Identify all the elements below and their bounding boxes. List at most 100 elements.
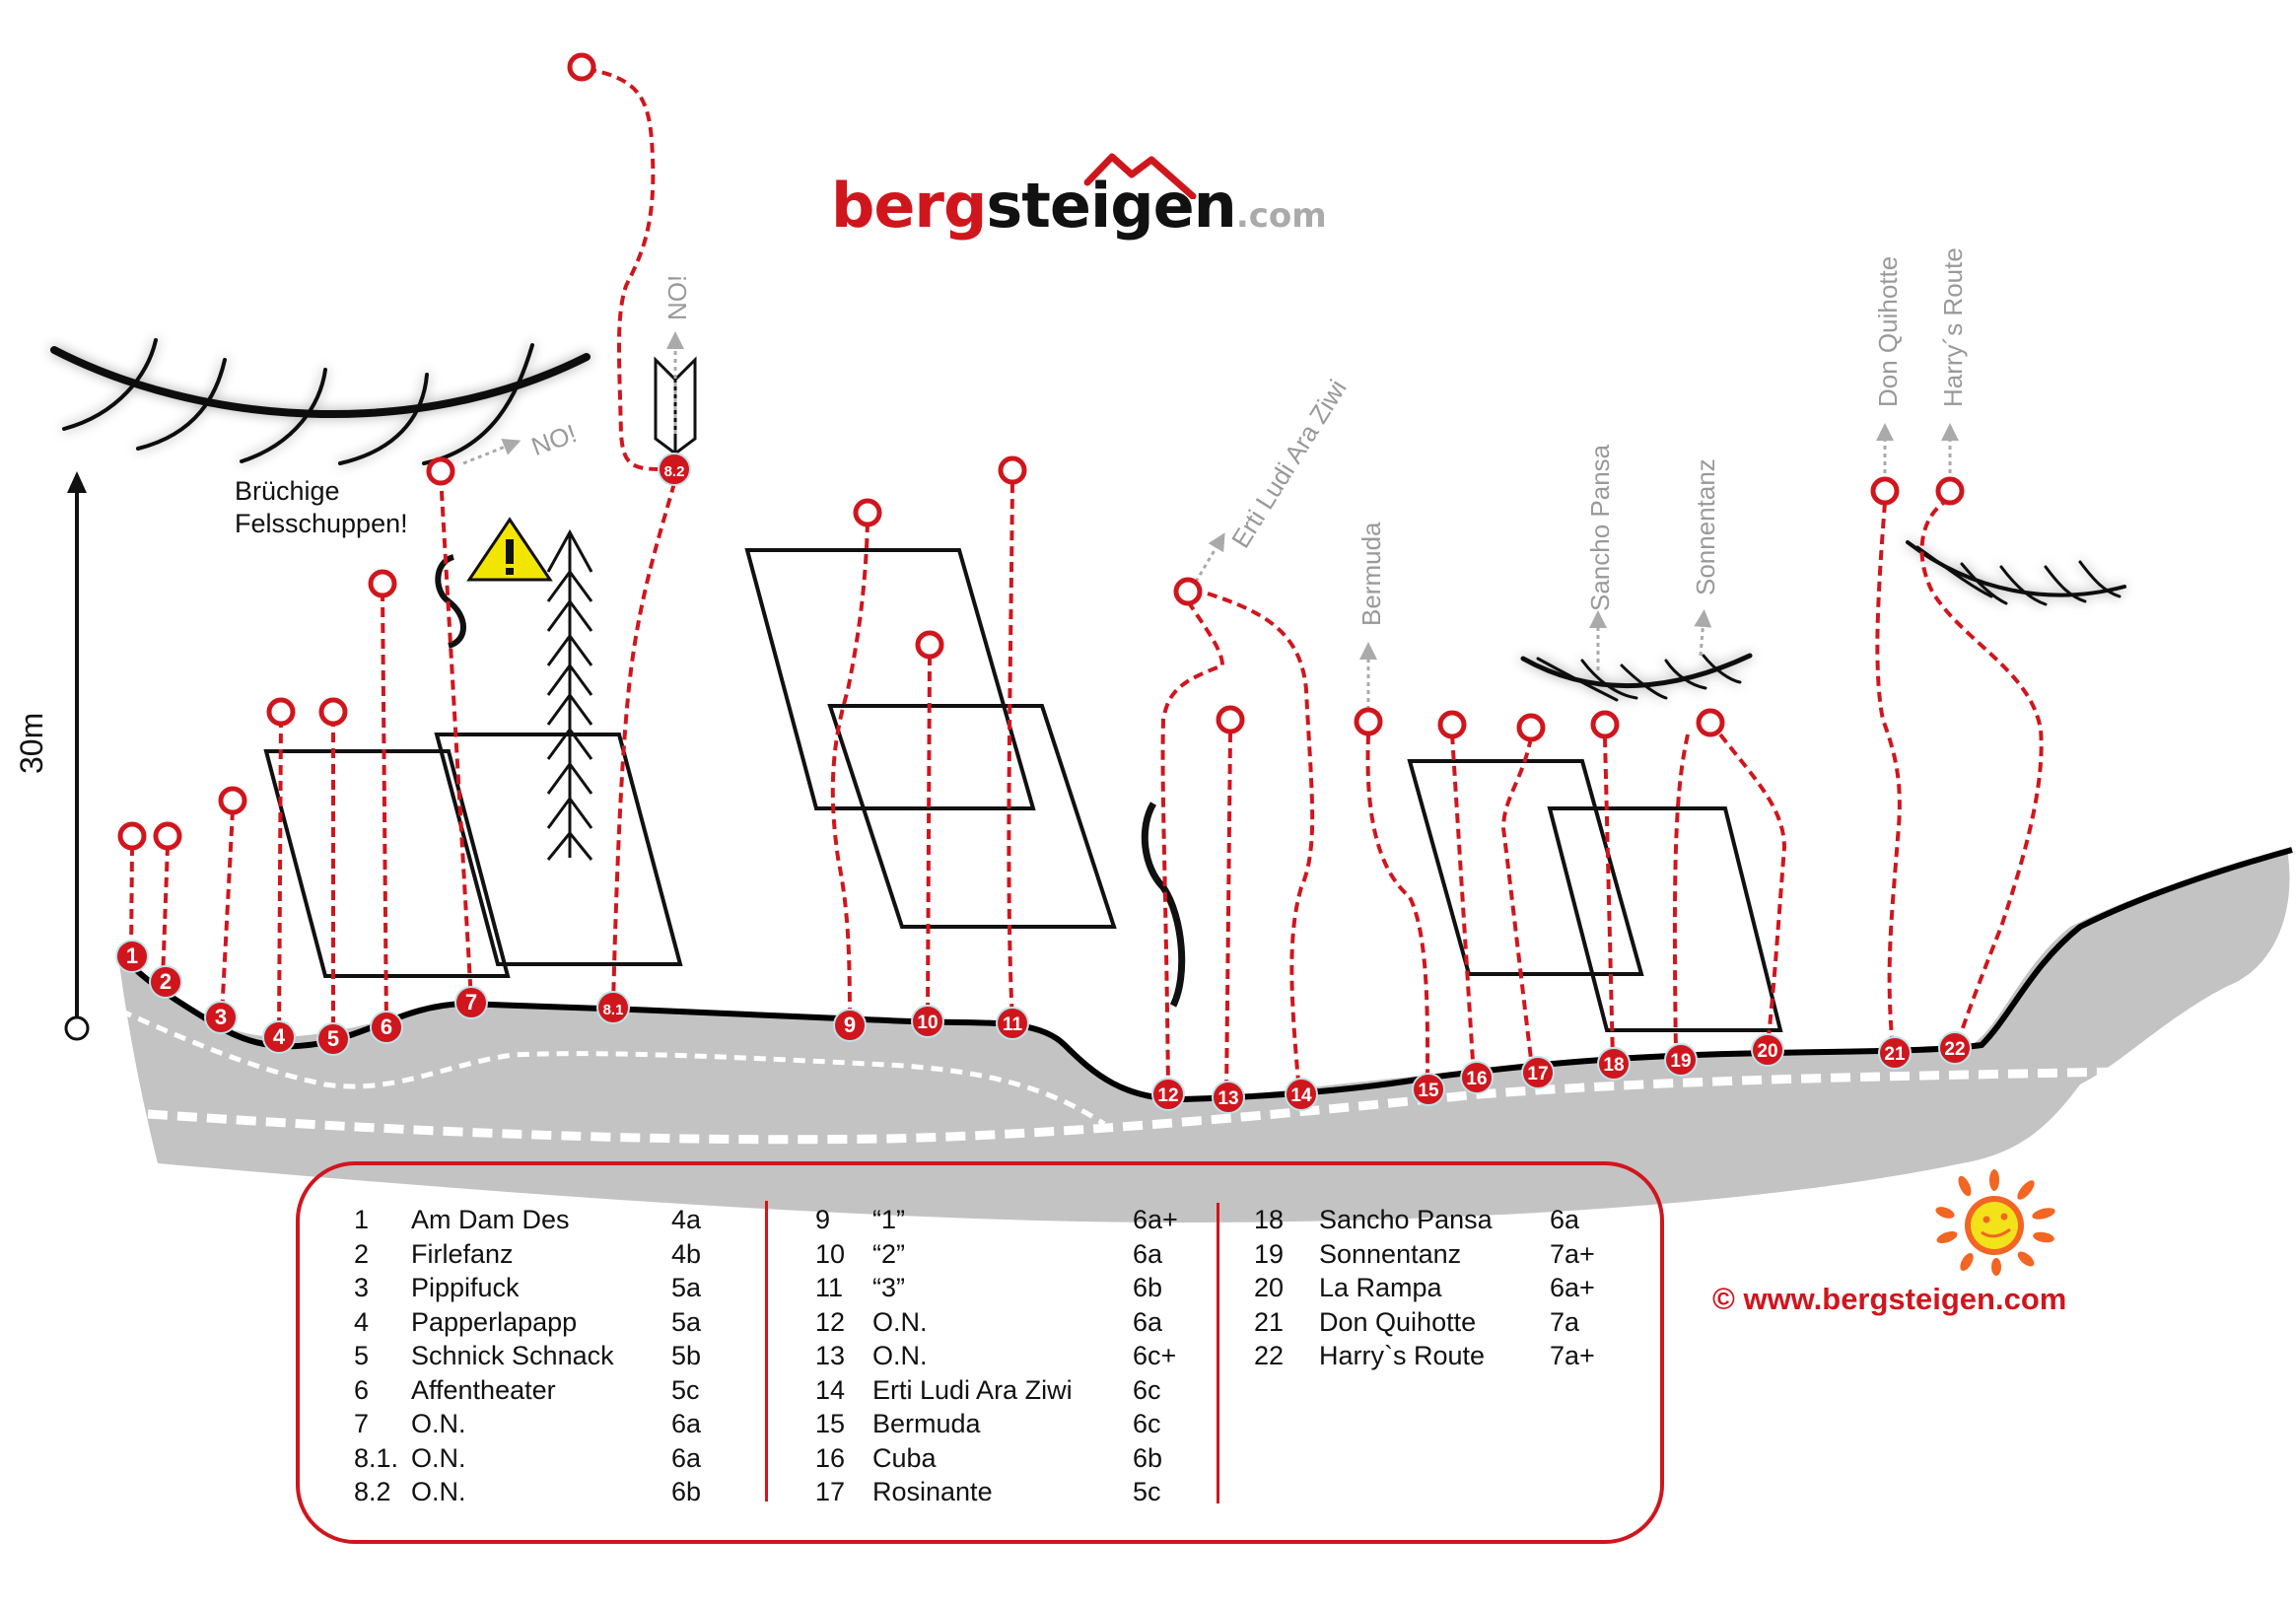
anchor-circle: [1590, 710, 1620, 739]
route-marker: 4: [262, 1020, 296, 1054]
route-number: 20: [1254, 1273, 1285, 1302]
route-line-20: [1718, 733, 1787, 1046]
route-marker-circle: [658, 453, 691, 486]
legend-row: 11“3”6b: [815, 1271, 1210, 1305]
logo-part-com: .com: [1235, 196, 1327, 236]
anchor-circle: [266, 697, 296, 727]
route-marker-label: 8.2: [664, 463, 685, 480]
route-number: 17: [815, 1477, 846, 1506]
route-marker-label: 22: [1944, 1039, 1965, 1060]
route-name: La Rampa: [1319, 1273, 1442, 1302]
route-number: 12: [815, 1306, 846, 1337]
route-marker-label: 15: [1418, 1081, 1439, 1101]
route-line-8-1: [611, 482, 676, 1007]
label-sancho: Sancho Pansa: [1585, 444, 1615, 611]
route-number: 13: [815, 1341, 846, 1370]
anchor-circle: [1870, 476, 1900, 506]
route-line-9: [830, 522, 870, 1024]
route-number: 15: [815, 1409, 846, 1438]
route-line-14: [1207, 592, 1315, 1093]
route-line-15: [1365, 734, 1430, 1090]
route-line-11: [1007, 482, 1014, 1022]
copyright-url: © www.bergsteigen.com: [1712, 1282, 2067, 1316]
route-marker: 8.2: [658, 453, 691, 486]
label-sonnentanz: Sonnentanz: [1691, 458, 1720, 595]
route-marker-circle: [149, 965, 182, 999]
route-line-1: [129, 845, 134, 957]
route-grade: 6c: [1133, 1374, 1161, 1405]
route-name: Affentheater: [411, 1374, 556, 1405]
ground-band: [118, 850, 2290, 1223]
warning-note-line1: Brüchige: [235, 476, 340, 506]
route-number: 16: [815, 1442, 846, 1473]
route-name: Erti Ludi Ara Ziwi: [872, 1374, 1073, 1405]
route-grade: 5a: [671, 1273, 702, 1302]
route-marker-label: 5: [327, 1026, 339, 1051]
route-marker: 14: [1285, 1078, 1318, 1111]
mountain-roof-icon: [1083, 153, 1197, 199]
route-number: 3: [354, 1273, 370, 1302]
route-grade: 7a+: [1550, 1238, 1595, 1269]
route-lines: [129, 67, 2044, 1095]
route-name: O.N.: [872, 1341, 928, 1370]
route-name: “2”: [872, 1238, 905, 1269]
route-line-19: [1672, 734, 1690, 1056]
legend-divider-2: [1217, 1203, 1219, 1503]
route-grade: 7a+: [1550, 1341, 1595, 1370]
route-marker-circle: [316, 1022, 350, 1056]
route-number: 11: [815, 1273, 844, 1302]
route-marker: 2: [149, 965, 182, 999]
route-name: Sancho Pansa: [1319, 1205, 1493, 1234]
route-line-12: [1160, 599, 1225, 1092]
route-number: 8.1.: [354, 1442, 399, 1473]
route-number: 18: [1254, 1205, 1285, 1234]
route-marker: 15: [1412, 1073, 1445, 1106]
route-marker: 22: [1938, 1031, 1972, 1065]
route-grade: 6b: [671, 1477, 702, 1506]
route-grade: 6b: [1133, 1273, 1163, 1302]
route-name: O.N.: [411, 1409, 466, 1438]
continuation-arrows: [462, 331, 1959, 710]
route-line-6: [381, 591, 388, 1028]
anchor-circle: [1935, 476, 1965, 506]
route-grade: 6a: [671, 1442, 702, 1473]
route-marker-label: 8.1: [603, 1002, 624, 1018]
label-no-center: NO!: [662, 274, 692, 320]
route-marker: 10: [911, 1005, 944, 1038]
route-marker: 17: [1521, 1056, 1555, 1089]
route-line-10: [926, 655, 932, 1016]
route-name: O.N.: [411, 1442, 466, 1473]
route-line-18: [1603, 736, 1615, 1061]
route-marker: 21: [1878, 1036, 1912, 1070]
route-line-17: [1500, 736, 1535, 1076]
anchor-circle: [368, 569, 397, 598]
route-marker-label: 18: [1603, 1055, 1624, 1076]
route-marker-circle: [204, 1001, 238, 1034]
s-bend-symbol-left: [435, 554, 466, 649]
warning-note-line2: Felsschuppen!: [235, 509, 408, 538]
route-marker-label: 14: [1290, 1085, 1312, 1106]
route-marker-label: 9: [844, 1013, 856, 1037]
anchor-circle: [853, 498, 882, 527]
route-marker-circle: [115, 940, 149, 973]
scale-arrow-head: [67, 471, 87, 493]
route-marker-circle: [1938, 1031, 1972, 1065]
route-marker: 5: [316, 1022, 350, 1056]
route-name: O.N.: [872, 1306, 928, 1337]
route-grade: 6a: [1133, 1238, 1163, 1269]
anchor-circle: [567, 52, 596, 82]
route-marker-circle: [1521, 1056, 1555, 1089]
route-grade: 6a+: [1133, 1205, 1178, 1234]
anchor-circle: [1216, 705, 1245, 734]
